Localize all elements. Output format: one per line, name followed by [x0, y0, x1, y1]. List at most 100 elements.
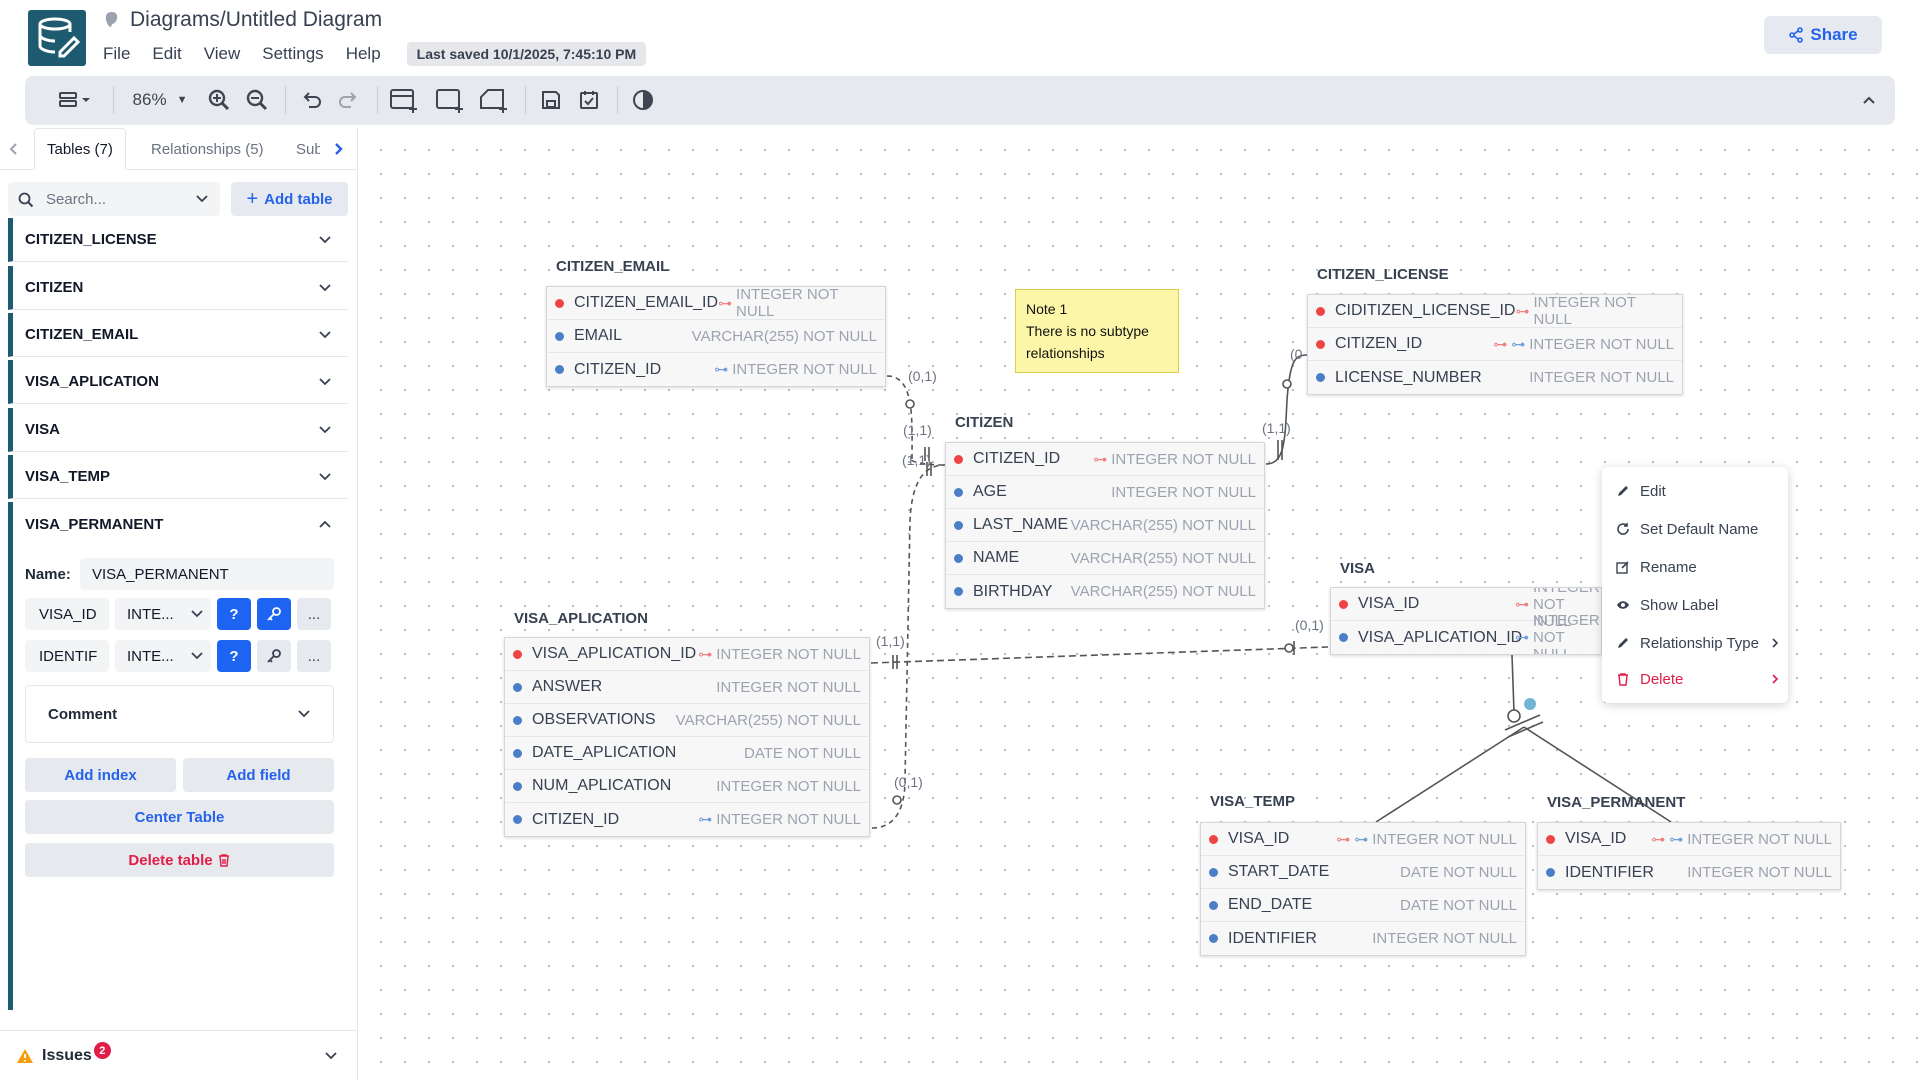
add-table-button[interactable]: + Add table — [231, 182, 348, 216]
table-name-input[interactable]: VISA_PERMANENT — [80, 558, 334, 590]
table-row[interactable]: VISA_APLICATION_ID⊶INTEGER NOT NULL — [1331, 612, 1601, 654]
collapse-toolbar-button[interactable] — [1857, 86, 1881, 114]
tab-tables[interactable]: Tables (7) — [34, 128, 126, 170]
er-table-citizen-license[interactable]: CIDITIZEN_LICENSE_ID⊶INTEGER NOT NULL CI… — [1307, 294, 1683, 395]
field-type-select[interactable]: INTE... — [115, 640, 211, 672]
add-table-tool[interactable] — [387, 86, 421, 114]
primary-key-toggle[interactable] — [257, 598, 291, 630]
sidebar-table-citizen[interactable]: CITIZEN — [8, 266, 348, 310]
table-row[interactable]: CITIZEN_ID⊶INTEGER NOT NULL — [505, 803, 869, 836]
sidebar-table-visa-temp[interactable]: VISA_TEMP — [8, 455, 348, 499]
menu-view[interactable]: View — [203, 44, 241, 63]
sidebar-table-citizen-license[interactable]: CITIZEN_LICENSE — [8, 218, 348, 262]
table-title[interactable]: VISA_PERMANENT — [1547, 794, 1686, 811]
zoom-in-button[interactable] — [205, 86, 233, 114]
issues-panel[interactable]: Issues 2 — [0, 1030, 358, 1080]
er-table-visa-aplication[interactable]: VISA_APLICATION_ID⊶INTEGER NOT NULL ANSW… — [504, 637, 870, 837]
table-row[interactable]: CIDITIZEN_LICENSE_ID⊶INTEGER NOT NULL — [1308, 294, 1682, 328]
table-search[interactable]: Search... — [8, 182, 220, 216]
diagram-title[interactable]: Diagrams/Untitled Diagram — [130, 8, 383, 31]
sticky-note[interactable]: Note 1 There is no subtype relationships — [1015, 289, 1179, 373]
nullable-toggle[interactable]: ? — [217, 640, 251, 672]
menu-edit[interactable]: Edit — [152, 44, 182, 63]
relationship-email-citizen[interactable] — [886, 375, 913, 461]
table-title[interactable]: CITIZEN — [955, 414, 1014, 431]
sidebar-table-visa-aplication[interactable]: VISA_APLICATION — [8, 360, 348, 404]
field-more-button[interactable]: ... — [297, 640, 331, 672]
undo-button[interactable] — [297, 86, 325, 114]
share-button[interactable]: Share — [1764, 16, 1882, 54]
save-button[interactable] — [537, 86, 565, 114]
subtype-line-permanent[interactable] — [1523, 726, 1672, 823]
tabs-scroll-right[interactable] — [332, 128, 344, 170]
tab-subject-areas[interactable]: Sub — [296, 140, 320, 158]
menu-item-relationship-type[interactable]: Relationship Type — [1616, 631, 1779, 655]
table-title[interactable]: CITIZEN_EMAIL — [556, 258, 670, 275]
add-area-tool[interactable] — [433, 86, 467, 114]
field-name-input[interactable]: IDENTIF — [25, 640, 109, 672]
menu-item-set-default-name[interactable]: Set Default Name — [1616, 517, 1776, 541]
table-title[interactable]: VISA_TEMP — [1210, 793, 1296, 810]
relationship-visa-aplication[interactable] — [870, 646, 1329, 664]
menu-help[interactable]: Help — [345, 44, 381, 63]
field-type-select[interactable]: INTE... — [115, 598, 211, 630]
sidebar-table-citizen-email[interactable]: CITIZEN_EMAIL — [8, 313, 348, 357]
zoom-out-button[interactable] — [243, 86, 271, 114]
er-table-visa[interactable]: VISA_ID⊶INTEGER NOT NULL VISA_APLICATION… — [1330, 587, 1602, 655]
table-row[interactable]: CITIZEN_ID⊶⊶INTEGER NOT NULL — [1308, 328, 1682, 361]
table-row[interactable]: CITIZEN_ID⊶INTEGER NOT NULL — [946, 443, 1264, 476]
relationship-license-citizen[interactable] — [1265, 354, 1308, 465]
table-row[interactable]: VISA_ID⊶⊶INTEGER NOT NULL — [1201, 823, 1525, 856]
menu-item-rename[interactable]: Rename — [1616, 555, 1776, 579]
relationship-aplication-citizen[interactable] — [871, 464, 946, 829]
layout-dropdown[interactable] — [55, 86, 95, 114]
zoom-dropdown[interactable]: 86% ▼ — [129, 86, 191, 114]
comment-section[interactable]: Comment — [25, 685, 334, 743]
nullable-toggle[interactable]: ? — [217, 598, 251, 630]
sidebar-table-visa[interactable]: VISA — [8, 408, 348, 452]
table-row[interactable]: VISA_APLICATION_ID⊶INTEGER NOT NULL — [505, 638, 869, 671]
table-row[interactable]: VISA_ID⊶⊶INTEGER NOT NULL — [1538, 823, 1840, 856]
delete-table-button[interactable]: Delete table — [25, 843, 334, 877]
table-title[interactable]: VISA — [1340, 560, 1376, 577]
primary-key-toggle[interactable] — [257, 640, 291, 672]
menu-item-edit[interactable]: Edit — [1616, 479, 1776, 503]
menu-file[interactable]: File — [103, 44, 131, 63]
menu-settings[interactable]: Settings — [262, 44, 324, 63]
table-title[interactable]: VISA_APLICATION — [514, 610, 648, 627]
menu-item-show-label[interactable]: Show Label — [1616, 593, 1776, 617]
add-index-button[interactable]: Add index — [25, 758, 176, 792]
table-title[interactable]: CITIZEN_LICENSE — [1317, 266, 1449, 283]
versions-button[interactable] — [575, 86, 603, 114]
tab-relationships[interactable]: Relationships (5) — [151, 140, 264, 158]
add-note-tool[interactable] — [477, 86, 511, 114]
add-field-button[interactable]: Add field — [183, 758, 334, 792]
table-row[interactable]: CITIZEN_ID⊶INTEGER NOT NULL — [547, 353, 885, 386]
center-table-button[interactable]: Center Table — [25, 800, 334, 834]
redo-button[interactable] — [335, 86, 363, 114]
search-input[interactable]: Search... — [46, 190, 107, 208]
field-more-button[interactable]: ... — [297, 598, 331, 630]
table-row[interactable]: VISA_ID⊶INTEGER NOT NULL — [1331, 588, 1601, 630]
app-logo[interactable] — [28, 10, 86, 66]
sidebar-table-visa-permanent[interactable]: VISA_PERMANENT — [8, 502, 348, 546]
theme-toggle[interactable] — [629, 86, 657, 114]
tabs-scroll-left[interactable] — [8, 128, 20, 170]
table-row[interactable]: CITIZEN_EMAIL_ID⊶INTEGER NOT NULL — [547, 286, 885, 320]
